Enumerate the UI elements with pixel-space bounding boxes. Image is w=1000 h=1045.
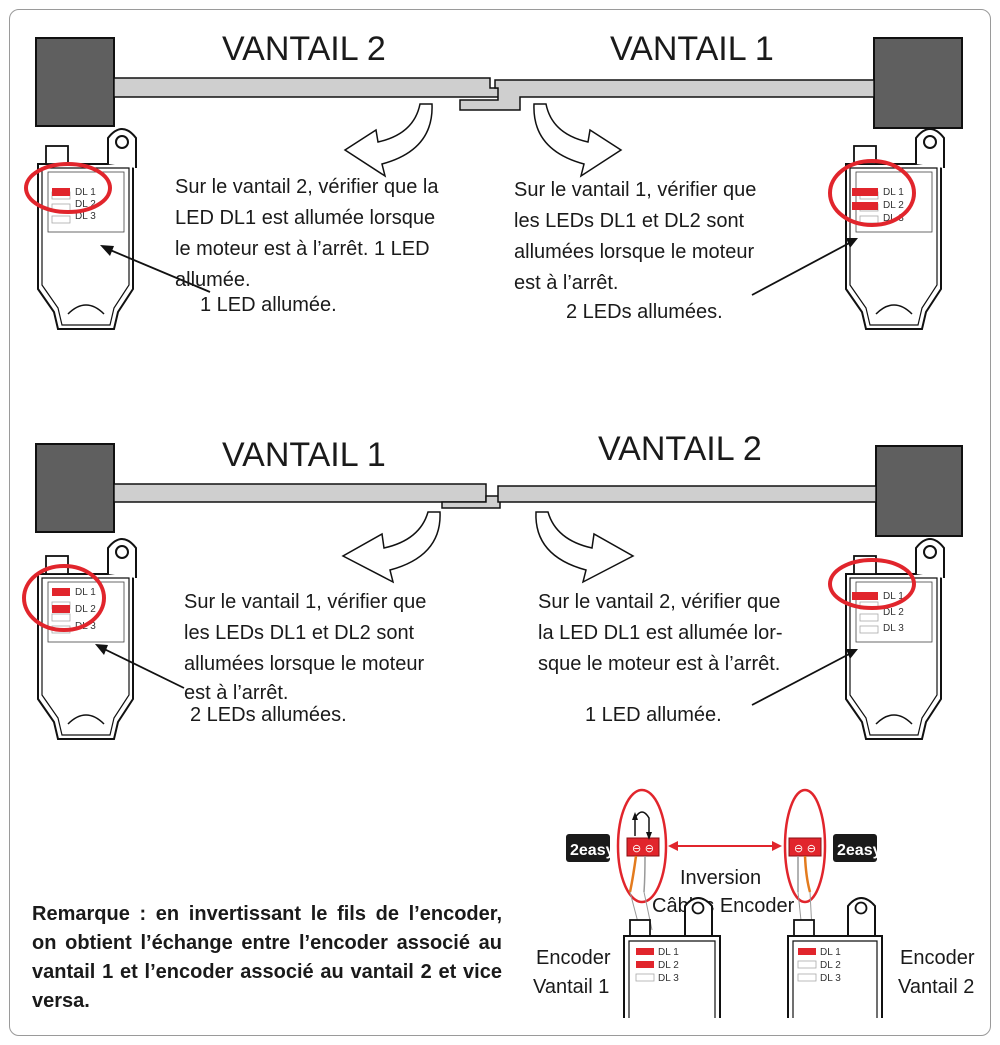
arrow-left-open-icon (343, 103, 433, 178)
pointer-line (751, 239, 856, 296)
page-frame (9, 9, 991, 1036)
led-label-dl2: DL 2 (75, 199, 96, 210)
led-label-dl2: DL 2 (820, 960, 841, 971)
led-label-dl2: DL 2 (658, 960, 679, 971)
encoder-left-label-1: Encoder (536, 947, 611, 969)
led-label-dl2: DL 2 (883, 607, 904, 618)
encoder-section: 2easy 2easy ⊖ ⊖ ⊖ ⊖ Inversion Câbles Enc… (533, 788, 975, 1018)
led-label-dl1: DL 1 (883, 591, 904, 602)
pointer-line (751, 650, 856, 706)
led-label-dl1: DL 1 (75, 587, 96, 598)
leaf-left (113, 483, 487, 503)
top-left-text-3: le moteur est à l’arrêt. 1 LED (175, 238, 430, 260)
top-left-caption: 1 LED allumée. (200, 294, 337, 316)
highlight-circle (828, 558, 916, 610)
inversion-label-2: Câbles Encoder (652, 895, 795, 917)
led-label-dl1: DL 1 (820, 947, 841, 958)
logo-2easy-left: 2easy (566, 834, 615, 862)
led-label-dl3: DL 3 (820, 973, 841, 984)
cable-gray (643, 855, 646, 893)
top-left-text-2: LED DL1 est allumée lorsque (175, 207, 435, 229)
encoder-controller-left: DL 1 DL 2 DL 3 (623, 897, 721, 1018)
logo-text: 2easy (570, 842, 615, 859)
encoder-right-label-2: Vantail 2 (898, 976, 974, 998)
remark-text: Remarque : en invertissant le fils de l’… (32, 903, 502, 1012)
led-label-dl1: DL 1 (883, 187, 904, 198)
top-gate: VANTAIL 2 VANTAIL 1 DL 1 DL 2 DL 3 Sur l… (24, 30, 963, 330)
top-right-leaf-label: VANTAIL 1 (610, 30, 774, 68)
top-right-text-4: est à l’arrêt. (514, 272, 618, 294)
encoder-right-label-1: Encoder (900, 947, 975, 969)
bottom-right-caption: 1 LED allumée. (585, 704, 722, 726)
right-post (873, 37, 963, 129)
top-right-text-2: les LEDs DL1 et DL2 sont (514, 210, 745, 232)
bottom-right-text-3: sque le moteur est à l’arrêt. (538, 653, 780, 675)
bottom-right-controller: DL 1 DL 2 DL 3 (845, 538, 945, 740)
bottom-left-leaf-label: VANTAIL 1 (222, 436, 386, 474)
connector-block (626, 837, 660, 857)
cable-orange (803, 855, 812, 893)
led-label-dl2: DL 2 (75, 604, 96, 615)
led-label-dl3: DL 3 (658, 973, 679, 984)
highlight-circle (24, 162, 112, 214)
highlight-circle (828, 159, 916, 227)
top-left-text-1: Sur le vantail 2, vérifier que la (175, 176, 439, 198)
svg-text:⊖ ⊖: ⊖ ⊖ (794, 842, 816, 855)
bottom-right-text-2: la LED DL1 est allumée lor- (538, 622, 783, 644)
top-left-leaf-label: VANTAIL 2 (222, 30, 386, 68)
pointer-arrowhead (846, 649, 858, 659)
connector-circle (783, 788, 827, 904)
bottom-left-text-2: les LEDs DL1 et DL2 sont (184, 622, 415, 644)
top-right-text-1: Sur le vantail 1, vérifier que (514, 179, 756, 201)
top-right-controller: DL 1 DL 2 DL 3 (845, 128, 945, 330)
bottom-left-text-4: est à l’arrêt. (184, 682, 288, 704)
inversion-label-1: Inversion (680, 867, 761, 889)
arrow-left-open-icon (341, 511, 441, 584)
leaf-right (459, 78, 875, 111)
led-label-dl2: DL 2 (883, 200, 904, 211)
led-label-dl1: DL 1 (658, 947, 679, 958)
top-right-caption: 2 LEDs allumées. (566, 301, 723, 323)
pointer-arrowhead (100, 245, 114, 256)
logo-text: 2easy (837, 842, 882, 859)
led-label-dl3: DL 3 (75, 211, 96, 222)
bottom-left-text-1: Sur le vantail 1, vérifier que (184, 591, 426, 613)
arrow-right-open-icon (533, 103, 623, 178)
encoder-left-label-2: Vantail 1 (533, 976, 609, 998)
bottom-left-caption: 2 LEDs allumées. (190, 704, 347, 726)
pointer-arrowhead (846, 238, 858, 248)
left-post (35, 37, 115, 127)
connector-circle (616, 788, 668, 904)
logo-2easy-right: 2easy (833, 834, 882, 862)
bottom-left-text-3: allumées lorsque le moteur (184, 653, 424, 675)
bottom-gate: VANTAIL 1 VANTAIL 2 DL 1 DL 2 DL 3 Sur l… (22, 430, 963, 740)
top-right-text-3: allumées lorsque le moteur (514, 241, 754, 263)
highlight-circle (22, 564, 106, 632)
leaf-left (113, 77, 507, 98)
svg-text:⊖ ⊖: ⊖ ⊖ (632, 842, 654, 855)
top-left-controller: DL 1 DL 2 DL 3 (37, 128, 137, 330)
led-label-dl3: DL 3 (883, 623, 904, 634)
bottom-right-text-1: Sur le vantail 2, vérifier que (538, 591, 780, 613)
right-post (875, 445, 963, 537)
cable-orange (628, 855, 638, 893)
pointer-line (97, 645, 185, 689)
left-post (35, 443, 115, 533)
arrow-right-open-icon (535, 511, 635, 584)
pointer-arrowhead (95, 644, 108, 655)
top-left-text-4: allumée. (175, 269, 251, 291)
leaf-right (497, 485, 877, 503)
bottom-right-leaf-label: VANTAIL 2 (598, 430, 762, 468)
encoder-controller-right: DL 1 DL 2 DL 3 (787, 897, 883, 1018)
led-label-dl1: DL 1 (75, 187, 96, 198)
pointer-line (102, 246, 211, 293)
